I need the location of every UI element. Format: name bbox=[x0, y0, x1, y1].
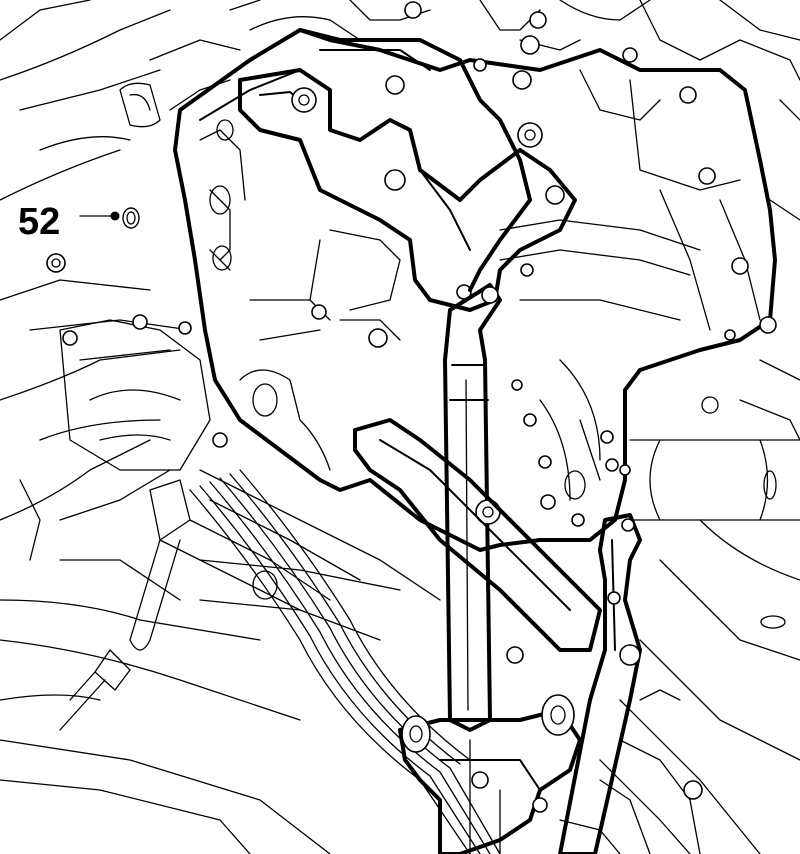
lower-left-linkage bbox=[59, 469, 441, 731]
upper-mount-link bbox=[298, 28, 532, 292]
part-52-grommet bbox=[122, 207, 140, 229]
right-support-stay bbox=[558, 513, 642, 854]
left-mounting-flange bbox=[46, 253, 228, 471]
callout-label-52: 52 bbox=[18, 201, 60, 243]
callout-dot bbox=[110, 211, 120, 221]
vertical-support-stay bbox=[443, 283, 502, 732]
diagonal-cross-brace bbox=[353, 418, 602, 652]
lower-yoke bbox=[398, 646, 582, 854]
lower-right-components bbox=[559, 689, 703, 854]
wiring-harness bbox=[189, 469, 501, 854]
transmission-housing bbox=[173, 28, 777, 552]
mount-bracket bbox=[238, 68, 577, 348]
callout-52: 52 bbox=[18, 201, 140, 243]
